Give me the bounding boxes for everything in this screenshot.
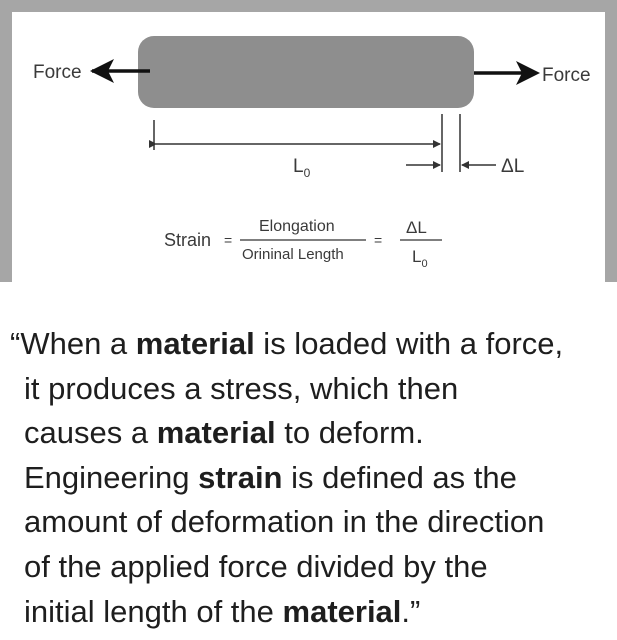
- diagram-panel: Force Force L0 ΔL Strain = Elongation Or…: [0, 0, 617, 282]
- elongation-numerator: Elongation: [259, 218, 335, 235]
- quote-text: causes a: [24, 415, 157, 451]
- definition-quote: “When a material is loaded with a force,…: [10, 322, 610, 634]
- bold-term: material: [282, 593, 402, 629]
- quote-text: is defined as the: [282, 459, 517, 495]
- bold-term: material: [156, 415, 276, 451]
- quote-text: of the applied force divided by the: [24, 548, 488, 584]
- quote-line: amount of deformation in the direction: [10, 500, 610, 545]
- quote-text: initial length of the: [24, 593, 283, 629]
- left-force-arrowhead: [90, 59, 114, 83]
- quote-line: it produces a stress, which then: [10, 367, 610, 412]
- force-label-left: Force: [33, 62, 82, 83]
- bold-term: material: [135, 326, 255, 361]
- quote-line: causes a material to deform.: [10, 411, 610, 456]
- delta-length-label: ΔL: [501, 156, 524, 177]
- quote-text: to deform.: [275, 415, 424, 451]
- quote-line: “When a material is loaded with a force,: [10, 322, 610, 367]
- quote-line: Engineering strain is defined as the: [10, 456, 610, 501]
- original-length-label: L0: [293, 156, 311, 180]
- quote-text: “When a: [10, 326, 136, 361]
- quote-line: of the applied force divided by the: [10, 545, 610, 590]
- equals-sign-1: =: [224, 232, 232, 248]
- strain-label: Strain: [164, 230, 211, 250]
- quote-text: is loaded with a force,: [254, 326, 564, 361]
- quote-text: amount of deformation in the direction: [24, 504, 545, 540]
- equals-sign-2: =: [374, 232, 382, 248]
- original-length-denominator: Orininal Length: [242, 246, 344, 263]
- quote-text: it produces a stress, which then: [24, 370, 459, 406]
- original-length-denominator-symbol: L0: [412, 247, 428, 270]
- right-force-arrowhead: [516, 61, 540, 85]
- test-specimen-rod: [138, 36, 474, 108]
- force-label-right: Force: [542, 65, 591, 86]
- delta-length-numerator: ΔL: [406, 218, 427, 237]
- strain-diagram: Force Force L0 ΔL Strain = Elongation Or…: [33, 36, 591, 270]
- quote-text: .”: [401, 593, 421, 629]
- quote-text: Engineering: [24, 459, 199, 495]
- quote-line: initial length of the material.”: [10, 590, 610, 635]
- bold-term: strain: [198, 459, 283, 495]
